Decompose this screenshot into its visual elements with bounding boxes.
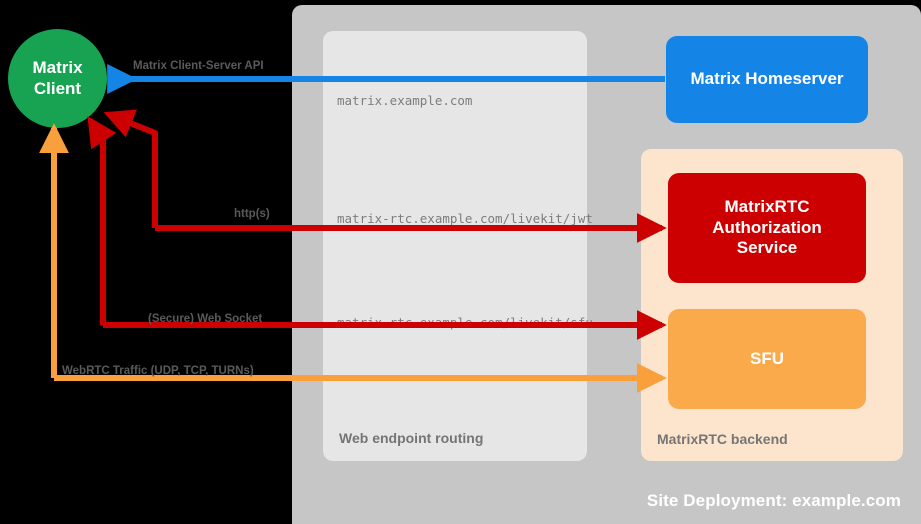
label-matrix-client-server-api: Matrix Client-Server API [133,60,264,72]
node-matrix-client-line2: Client [33,78,82,98]
label-secure-web-socket: (Secure) Web Socket [148,313,263,325]
node-matrixrtc-authorization-service[interactable]: MatrixRTC Authorization Service [668,173,866,283]
endpoint-livekit-sfu: matrix-rtc.example.com/livekit/sfu [337,315,593,330]
node-matrix-homeserver[interactable]: Matrix Homeserver [666,36,868,123]
web-endpoint-routing-panel: matrix.example.com matrix-rtc.example.co… [323,31,593,461]
label-https: http(s) [234,208,270,220]
node-matrix-client[interactable]: Matrix Client [8,29,107,128]
node-sfu[interactable]: SFU [668,309,866,409]
node-matrix-client-label: Matrix Client [32,58,82,99]
node-matrix-homeserver-label: Matrix Homeserver [690,69,844,89]
endpoint-matrix-host: matrix.example.com [337,93,473,108]
endpoint-livekit-jwt: matrix-rtc.example.com/livekit/jwt [337,211,593,226]
node-auth-service-label: MatrixRTC Authorization Service [712,197,822,259]
node-auth-service-line2: Authorization [712,217,822,237]
node-sfu-label: SFU [750,348,784,368]
arrow-websocket-return-to-client [87,115,117,325]
arrow-https-return-to-client [103,109,158,228]
site-deployment-label: Site Deployment: example.com [646,491,901,510]
node-auth-service-line3: Service [736,238,798,258]
node-auth-service-line1: MatrixRTC [724,196,810,216]
label-webrtc-traffic: WebRTC Traffic (UDP, TCP, TURNs) [62,365,254,377]
node-matrix-client-line1: Matrix [32,58,83,78]
routing-panel-label: Web endpoint routing [339,430,484,446]
matrixrtc-backend-label: MatrixRTC backend [657,431,788,447]
